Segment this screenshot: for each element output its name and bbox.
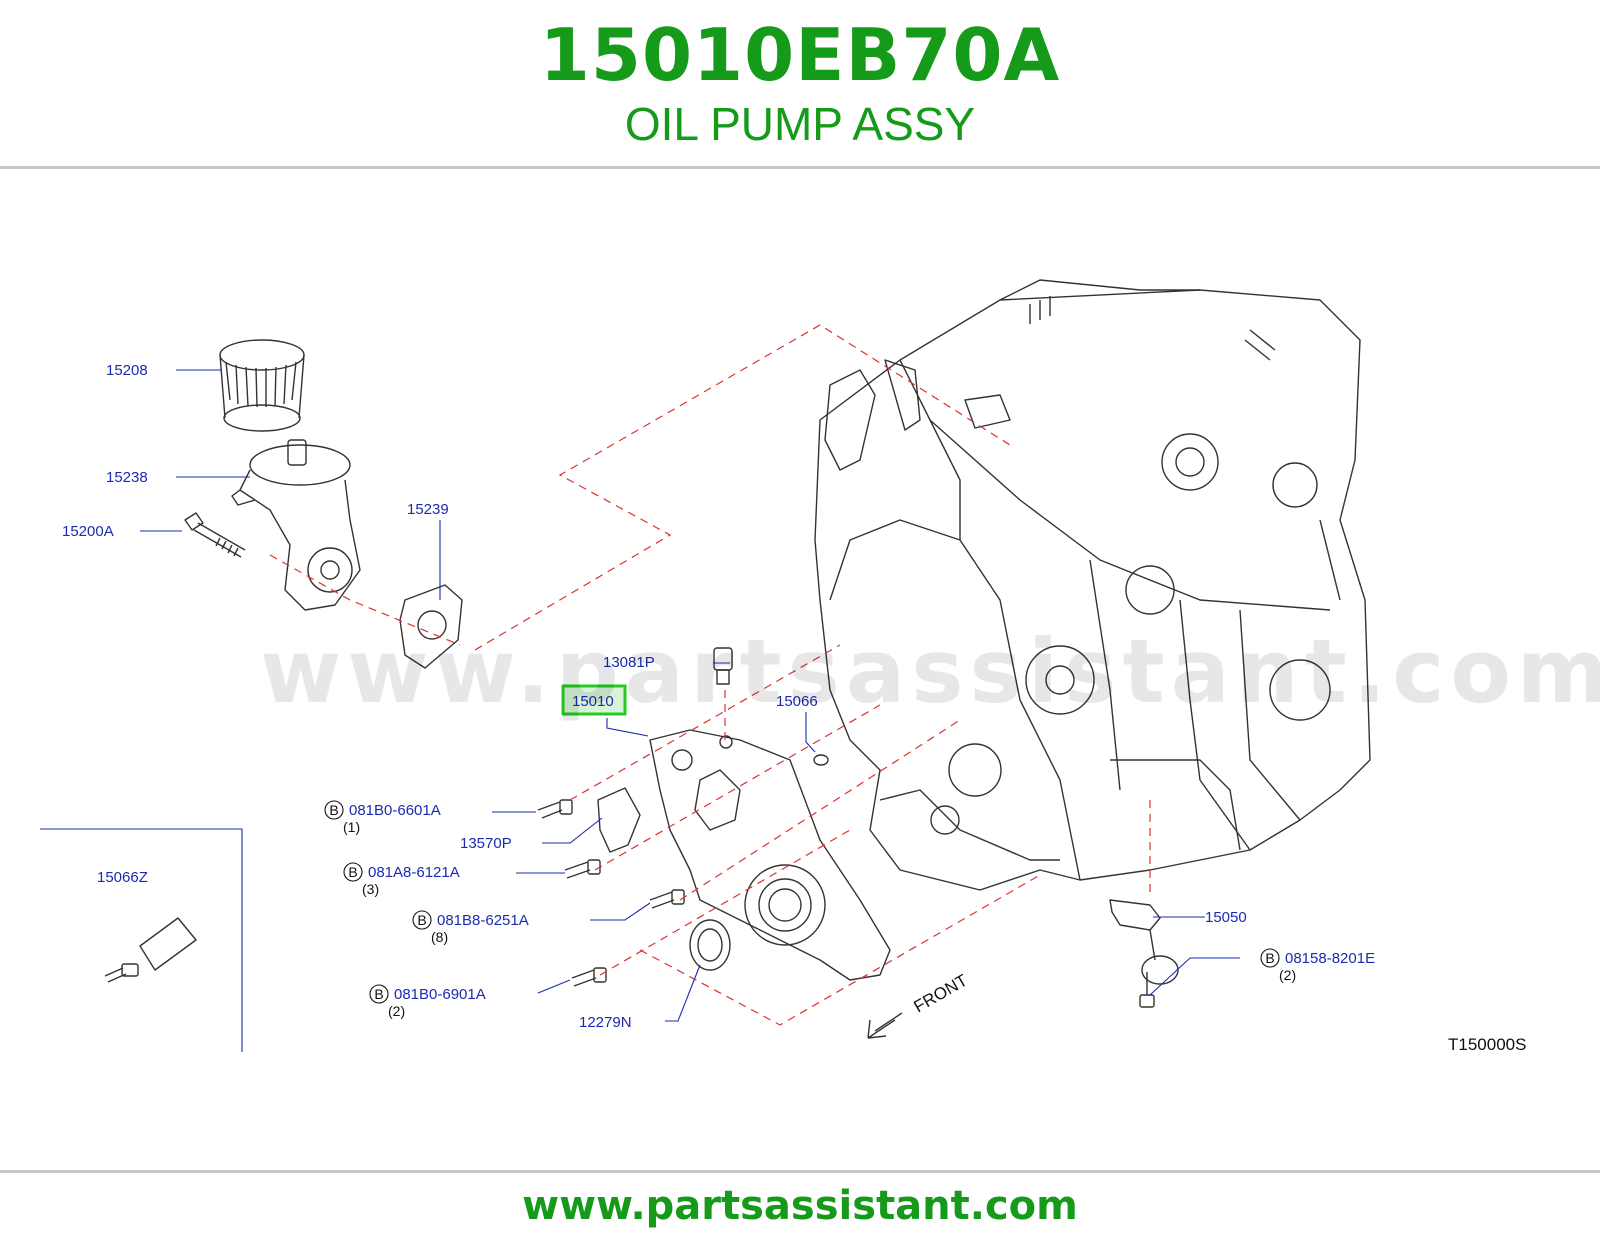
callout-15050[interactable]: 15050 xyxy=(1205,909,1247,926)
callout-13570p[interactable]: 13570P xyxy=(460,835,512,852)
bolt-marker-b1: B xyxy=(329,802,338,818)
gasket-15239-drawing xyxy=(399,584,463,669)
assembly-leader-lines xyxy=(269,324,1151,1026)
engine-block-drawing xyxy=(814,279,1371,891)
callout-12279n[interactable]: 12279N xyxy=(579,1014,632,1031)
callout-081b0-6601a[interactable]: 081B0-6601A xyxy=(349,802,441,819)
oil-level-sensor-15050-drawing xyxy=(1109,899,1179,985)
gasket-13570p-drawing xyxy=(597,787,641,853)
callout-15208[interactable]: 15208 xyxy=(106,362,148,379)
front-label: FRONT xyxy=(911,971,971,1017)
footer-url: www.partsassistant.com xyxy=(0,1180,1600,1232)
watermark-text: www.partsassistant.com xyxy=(260,620,1600,723)
page-header: 15010EB70A OIL PUMP ASSY xyxy=(0,0,1600,168)
callout-15200a[interactable]: 15200A xyxy=(62,523,114,540)
callout-15010[interactable]: 15010 xyxy=(572,693,614,710)
oil-pump-assy-drawing xyxy=(649,729,891,981)
qty-081b8-6251a: (8) xyxy=(431,929,448,945)
callout-081b8-6251a[interactable]: 081B8-6251A xyxy=(437,912,529,929)
callout-081a8-6121a[interactable]: 081A8-6121A xyxy=(368,864,460,881)
diagram-reference-code: T150000S xyxy=(1448,1035,1526,1054)
qty-081b0-6901a: (2) xyxy=(388,1003,405,1019)
callout-08158-8201e[interactable]: 08158-8201E xyxy=(1285,950,1375,967)
bolt-marker-b2: B xyxy=(348,864,357,880)
bolt-drawings xyxy=(537,799,685,987)
qty-08158-8201e: (2) xyxy=(1279,967,1296,983)
callout-15066[interactable]: 15066 xyxy=(776,693,818,710)
callout-15239[interactable]: 15239 xyxy=(407,501,449,518)
callout-081b0-6901a[interactable]: 081B0-6901A xyxy=(394,986,486,1003)
front-direction-arrow xyxy=(867,1012,903,1039)
callout-leaders xyxy=(40,369,1240,1052)
diagram-canvas: B B B B B 15208 15238 15200A 15239 13081… xyxy=(40,279,1526,1054)
bolt-marker-b4: B xyxy=(374,986,383,1002)
footer-divider xyxy=(0,1170,1600,1173)
callout-15238[interactable]: 15238 xyxy=(106,469,148,486)
bolt-marker-b3: B xyxy=(417,912,426,928)
exploded-parts-diagram: B B B B B 15208 15238 15200A 15239 13081… xyxy=(0,170,1600,1170)
plug-13081p-drawing xyxy=(713,647,733,685)
o-ring-15066-drawing xyxy=(813,754,829,766)
bolt-marker-circles xyxy=(324,800,1280,1004)
qty-081a8-6121a: (3) xyxy=(362,881,379,897)
bolt-marker-b5: B xyxy=(1265,950,1274,966)
part-name-subtitle: OIL PUMP ASSY xyxy=(624,98,976,150)
header-divider xyxy=(0,166,1600,169)
highlight-box-15010 xyxy=(561,684,627,716)
oil-seal-12279n-drawing xyxy=(689,919,731,971)
qty-081b0-6601a: (1) xyxy=(343,819,360,835)
callout-15066z[interactable]: 15066Z xyxy=(97,869,148,886)
sealant-tube-drawing xyxy=(104,917,197,983)
oil-filter-drawing xyxy=(219,339,305,432)
part-number-title: 15010EB70A xyxy=(539,13,1061,97)
callout-13081p[interactable]: 13081P xyxy=(603,654,655,671)
filter-bracket-drawing xyxy=(231,439,361,611)
footer-website-link[interactable]: www.partsassistant.com xyxy=(522,1183,1078,1229)
bolt-15200a-drawing xyxy=(184,512,246,558)
bolt-08158-drawing xyxy=(1139,972,1155,1008)
